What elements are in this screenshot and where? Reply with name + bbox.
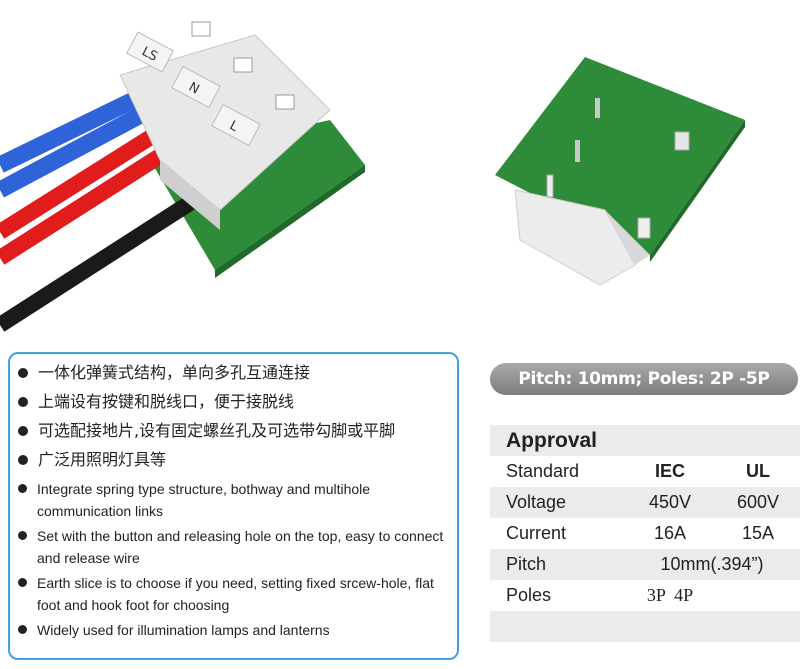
connector-housing: LS N L xyxy=(119,21,331,230)
cell-ul: 15A xyxy=(741,523,775,543)
bullet-icon xyxy=(18,625,27,634)
cell-span: 10mm(.394”) xyxy=(660,554,764,574)
feature-text: 一体化弹簧式结构，单向多孔互通连接 xyxy=(38,363,311,382)
connector-body xyxy=(514,189,636,286)
feature-item: Earth slice is to choose if you need, se… xyxy=(18,572,447,616)
bullet-icon xyxy=(18,426,28,436)
col-ul: UL xyxy=(746,461,770,481)
feature-text: Earth slice is to choose if you need, se… xyxy=(37,575,434,613)
pin-2 xyxy=(575,140,580,162)
feature-item: 广泛用照明灯具等 xyxy=(18,449,447,478)
table-row: Current 16A 15A xyxy=(490,518,800,549)
features-panel: 一体化弹簧式结构，单向多孔互通连接上端设有按键和脱线口，便于接脱线可选配接地片,… xyxy=(8,352,459,660)
feature-list: 一体化弹簧式结构，单向多孔互通连接上端设有按键和脱线口，便于接脱线可选配接地片,… xyxy=(18,362,447,641)
wire-red-2 xyxy=(0,133,190,265)
row-label: Poles xyxy=(506,585,552,605)
feature-text: Integrate spring type structure, bothway… xyxy=(37,481,371,519)
cell-iec: 450V xyxy=(648,492,692,512)
wire-black xyxy=(0,183,215,332)
feature-text: 广泛用照明灯具等 xyxy=(38,450,167,469)
approval-title: Approval xyxy=(490,425,800,456)
feature-text: Widely used for illumination lamps and l… xyxy=(37,622,330,638)
cell-iec: 16A xyxy=(653,523,687,543)
feature-item: 上端设有按键和脱线口，便于接脱线 xyxy=(18,391,447,420)
wire-blue-2 xyxy=(0,102,154,198)
feature-item: Widely used for illumination lamps and l… xyxy=(18,619,447,641)
row-label: Current xyxy=(506,523,567,543)
table-row-empty xyxy=(490,611,800,642)
feature-item: Set with the button and releasing hole o… xyxy=(18,525,447,569)
tab-n xyxy=(171,65,221,109)
bullet-icon xyxy=(18,455,28,465)
row-label: Standard xyxy=(506,461,580,481)
pin-1 xyxy=(595,98,600,118)
feature-item: 可选配接地片,设有固定螺丝孔及可选带勾脚或平脚 xyxy=(18,420,447,449)
cell-poles: 3P 4P xyxy=(646,585,694,605)
col-iec: IEC xyxy=(654,461,685,481)
tab-l xyxy=(211,103,261,147)
latch-tab xyxy=(674,131,690,151)
feature-text: Set with the button and releasing hole o… xyxy=(37,528,444,566)
table-row: Poles 3P 4P xyxy=(490,580,800,611)
row-label: Pitch xyxy=(506,554,547,574)
wires xyxy=(0,84,222,332)
feature-text: 上端设有按键和脱线口，便于接脱线 xyxy=(38,392,295,411)
label-ls: LS xyxy=(139,44,160,65)
bullet-icon xyxy=(18,368,28,378)
cell-ul: 600V xyxy=(736,492,780,512)
row-label: Voltage xyxy=(506,492,567,512)
bullet-icon xyxy=(18,397,28,407)
tab-ls xyxy=(126,31,174,73)
bullet-icon xyxy=(18,578,27,587)
feature-item: Integrate spring type structure, bothway… xyxy=(18,478,447,522)
table-row: Standard IEC UL xyxy=(490,456,800,487)
wire-blue-1 xyxy=(0,84,154,173)
connector-wired-photo: LS N L xyxy=(0,21,365,332)
pitch-poles-banner: Pitch: 10mm; Poles: 2P -5P xyxy=(490,363,798,395)
approval-table: Approval Standard IEC UL Voltage 450V 60… xyxy=(490,425,800,642)
feature-text: 可选配接地片,设有固定螺丝孔及可选带勾脚或平脚 xyxy=(38,421,396,440)
bullet-icon xyxy=(18,531,27,540)
connector-pcb-photo xyxy=(495,57,745,286)
pcb-edge xyxy=(215,165,365,278)
table-row: Pitch 10mm(.394”) xyxy=(490,549,800,580)
wire-red-1 xyxy=(0,118,175,239)
table-row: Voltage 450V 600V xyxy=(490,487,800,518)
bullet-icon xyxy=(18,484,27,493)
feature-item: 一体化弹簧式结构，单向多孔互通连接 xyxy=(18,362,447,391)
